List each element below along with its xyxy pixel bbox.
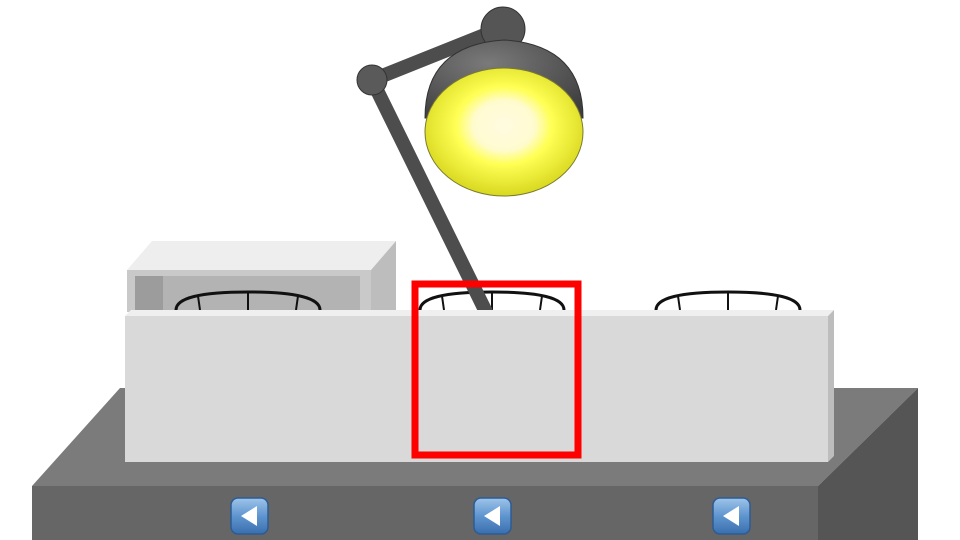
counter-side bbox=[828, 310, 834, 462]
counter-top-edge bbox=[125, 310, 834, 316]
left-arrow-icon bbox=[484, 506, 500, 526]
cover-box-left-panel bbox=[135, 276, 163, 312]
table-front bbox=[32, 486, 818, 540]
bowl-slot-1 bbox=[174, 290, 322, 311]
desk-lamp[interactable] bbox=[356, 6, 584, 319]
lamp-upper-arm bbox=[365, 21, 509, 87]
lamp-lower-arm bbox=[365, 73, 493, 319]
counter bbox=[125, 310, 834, 462]
cover-box-top bbox=[127, 241, 396, 270]
cover-box-side bbox=[371, 241, 396, 312]
counter-front bbox=[125, 316, 828, 462]
slot-2-left-arrow-button[interactable] bbox=[473, 497, 512, 535]
cover-box[interactable] bbox=[127, 241, 396, 312]
slot-3-left-arrow-button[interactable] bbox=[712, 497, 751, 535]
lamp-elbow-joint bbox=[356, 64, 388, 96]
table-side bbox=[818, 388, 918, 540]
bowl-slot-2 bbox=[418, 290, 566, 311]
left-arrow-icon bbox=[723, 506, 739, 526]
left-arrow-icon bbox=[241, 506, 257, 526]
slot-1-left-arrow-button[interactable] bbox=[230, 497, 269, 535]
selection-highlight[interactable] bbox=[411, 280, 582, 459]
bowl-slot-3 bbox=[654, 290, 802, 311]
lamp-bulb-glow bbox=[424, 67, 584, 197]
